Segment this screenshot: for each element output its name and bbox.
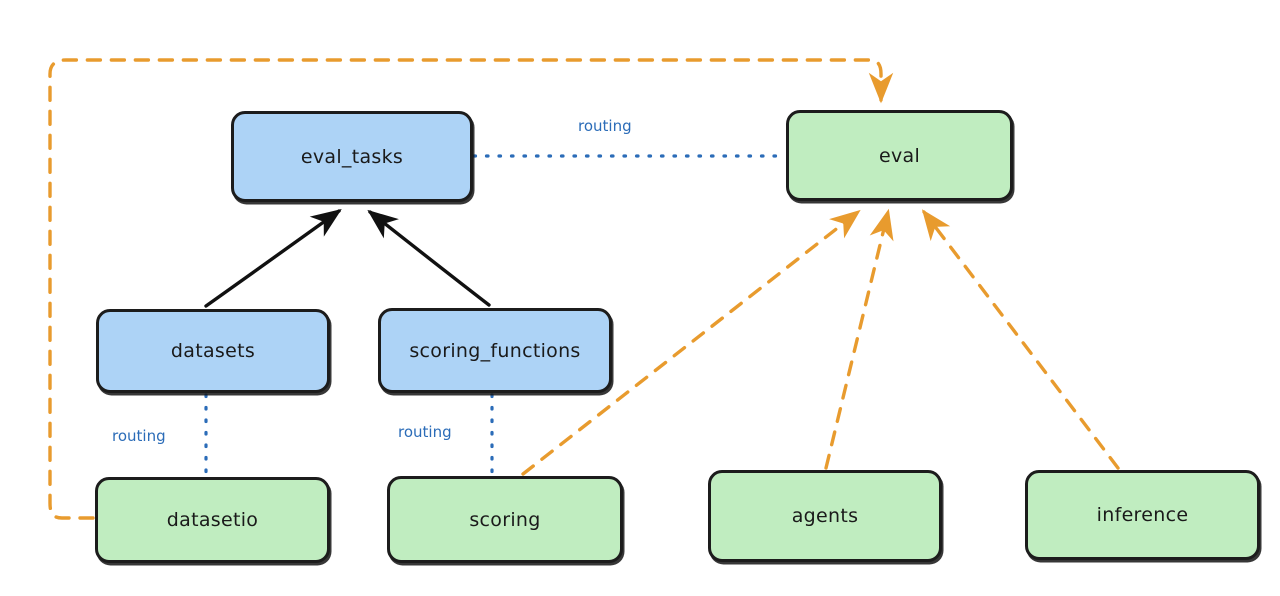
node-label: inference xyxy=(1096,504,1189,526)
edge-datasets-to-eval-tasks xyxy=(204,209,342,308)
node-label: eval_tasks xyxy=(300,145,404,168)
node-agents[interactable]: agents xyxy=(708,470,942,562)
node-eval[interactable]: eval xyxy=(786,110,1013,201)
node-eval-tasks[interactable]: eval_tasks xyxy=(231,111,473,202)
node-datasets[interactable]: datasets xyxy=(96,309,330,393)
edge-agents-to-eval xyxy=(824,208,894,470)
node-scoring-functions[interactable]: scoring_functions xyxy=(378,308,612,393)
node-inference[interactable]: inference xyxy=(1025,470,1260,560)
node-label: datasets xyxy=(170,340,256,362)
edge-inference-to-eval xyxy=(921,209,1120,470)
edge-scoring-functions-to-eval-tasks xyxy=(367,209,491,307)
edge-label-routing-scoring-fn-scoring: routing xyxy=(398,423,452,441)
node-label: scoring_functions xyxy=(409,339,581,362)
node-label: scoring xyxy=(469,508,541,531)
node-label: agents xyxy=(791,505,859,527)
node-scoring[interactable]: scoring xyxy=(387,476,623,563)
node-datasetio[interactable]: datasetio xyxy=(95,477,330,563)
node-label: eval xyxy=(878,144,921,167)
edge-label-routing-datasets-datasetio: routing xyxy=(112,427,166,445)
edge-label-routing-eval-tasks-eval: routing xyxy=(578,117,632,135)
node-label: datasetio xyxy=(166,509,259,531)
